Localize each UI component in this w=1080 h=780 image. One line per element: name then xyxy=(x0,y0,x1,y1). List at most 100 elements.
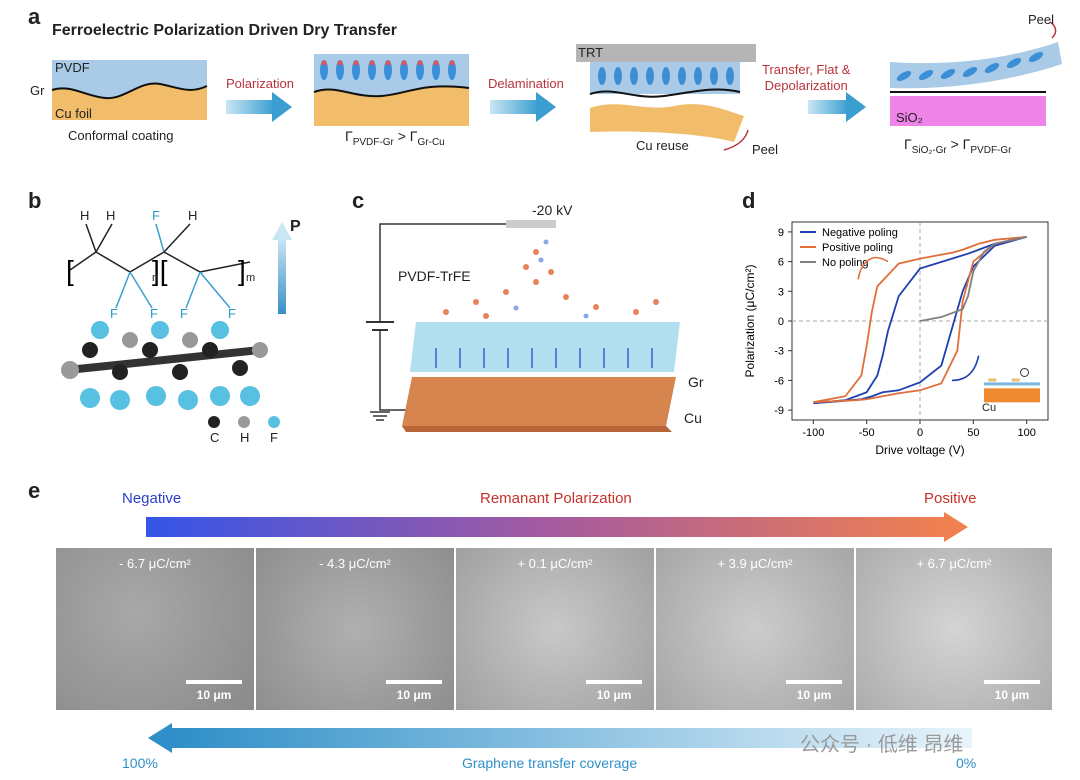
x-tick-label: -50 xyxy=(859,427,875,439)
atom-label-f3: F xyxy=(150,306,158,321)
micrograph-2-label: - 4.3 μC/cm² xyxy=(319,556,391,571)
scale-label-2: 10 μm xyxy=(396,688,432,702)
polarization-arrow-head xyxy=(944,512,968,542)
eq1-sub2: Gr-Cu xyxy=(417,136,445,148)
polarization-arrow xyxy=(272,222,292,314)
panel-c-gr-label: Gr xyxy=(688,374,704,390)
legend-f-dot xyxy=(268,416,280,428)
eq1-mid: > Γ xyxy=(393,128,418,144)
subscript-n: n xyxy=(152,272,159,284)
subscript-m: m xyxy=(246,272,256,284)
equation-1: ΓPVDF-Gr > ΓGr-Cu xyxy=(345,128,445,148)
panel-d-letter: d xyxy=(742,188,756,213)
poling-setup xyxy=(366,220,680,432)
atom-label-f4: F xyxy=(180,306,188,321)
legend-c-label: C xyxy=(210,430,220,445)
scale-label-1: 10 μm xyxy=(196,688,232,702)
step-transfer-line2: Depolarization xyxy=(764,78,848,93)
inset-cu-block xyxy=(984,388,1040,403)
atom-label-f1: F xyxy=(152,208,160,223)
stage-transfer-sio2 xyxy=(890,21,1062,126)
atom-h xyxy=(61,361,79,379)
scale-label-5: 10 μm xyxy=(994,688,1030,702)
stage-delamination xyxy=(576,44,756,151)
x-tick-label: 100 xyxy=(1017,427,1035,439)
coverage-label: Graphene transfer coverage xyxy=(462,755,638,771)
step-polarization-label: Polarization xyxy=(226,76,294,91)
micrograph-5: + 6.7 μC/cm² 10 μm xyxy=(856,548,1052,710)
micrograph-5-label: + 6.7 μC/cm² xyxy=(916,556,992,571)
svg-text:[: [ xyxy=(66,255,74,286)
x-tick-label: -100 xyxy=(802,427,824,439)
micrograph-4: + 3.9 μC/cm² 10 μm xyxy=(656,548,854,710)
inset-cu-label: Cu xyxy=(982,402,997,414)
pvdf-structure: [ ][ ] xyxy=(61,223,280,428)
micrograph-1-label: - 6.7 μC/cm² xyxy=(119,556,191,571)
micrograph-3-label: + 0.1 μC/cm² xyxy=(517,556,593,571)
positive-label: Positive xyxy=(924,490,977,507)
cu-reuse-piece xyxy=(590,104,744,142)
coverage-0-label: 0% xyxy=(956,755,977,771)
legend-f-label: F xyxy=(270,430,278,445)
svg-text:]: ] xyxy=(238,255,246,286)
peeled-pvdf xyxy=(890,42,1062,89)
inset-voltmeter xyxy=(1020,367,1030,377)
scale-bar-4 xyxy=(786,680,842,684)
y-tick-label: 0 xyxy=(778,316,784,328)
y-tick-label: -6 xyxy=(774,375,784,387)
needle-electrode xyxy=(506,220,556,228)
step-arrow-2-head xyxy=(536,92,556,122)
stage-conformal-coating xyxy=(51,60,208,120)
gr-label: Gr xyxy=(30,83,45,98)
atom-label-f2: F xyxy=(110,306,118,321)
coverage-arrow-head xyxy=(148,723,172,753)
voltage-label: -20 kV xyxy=(532,202,573,218)
pvdf-trfe-label: PVDF-TrFE xyxy=(398,268,471,284)
eq2-mid: > Γ xyxy=(946,136,971,152)
legend-c-dot xyxy=(208,416,220,428)
graphene-line xyxy=(51,82,208,100)
cu-substrate xyxy=(402,377,676,426)
eq2-sub1: SiO₂-Gr xyxy=(911,144,947,156)
x-tick-label: 0 xyxy=(917,427,923,439)
panel-a-letter: a xyxy=(28,4,41,29)
eq2-sub2: PVDF-Gr xyxy=(970,144,1012,156)
legend-h-label: H xyxy=(240,430,250,445)
scale-bar-3 xyxy=(586,680,642,684)
atom-c xyxy=(82,342,98,358)
y-tick-label: 6 xyxy=(778,257,784,269)
atom-label-h3: H xyxy=(188,208,198,223)
legend-label-2: Positive poling xyxy=(822,242,893,254)
panel-c-letter: c xyxy=(352,188,365,213)
scale-bar-5 xyxy=(984,680,1040,684)
scale-label-4: 10 μm xyxy=(796,688,832,702)
cu-foil-layer xyxy=(52,83,207,120)
x-axis-label: Drive voltage (V) xyxy=(875,443,964,457)
inset-film xyxy=(984,382,1040,386)
step-transfer-line1: Transfer, Flat & xyxy=(762,62,851,77)
eq1-gamma: Γ xyxy=(345,128,353,144)
atom-label-f5: F xyxy=(228,306,236,321)
dipoles xyxy=(320,60,456,80)
eq1-sub1: PVDF-Gr xyxy=(352,136,394,148)
coverage-100-label: 100% xyxy=(122,755,158,771)
legend-h-dot xyxy=(238,416,250,428)
atom-label-h1: H xyxy=(80,208,90,223)
equation-2: ΓSiO₂-Gr > ΓPVDF-Gr xyxy=(904,136,1012,156)
coverage-gradient-arrow xyxy=(172,728,972,748)
step-transfer-label: Transfer, Flat & Depolarization xyxy=(762,62,850,94)
y-tick-label: -3 xyxy=(774,346,784,358)
cu-foil-label: Cu foil xyxy=(55,106,92,121)
cu-reuse-label: Cu reuse xyxy=(636,138,689,153)
scale-bar-2 xyxy=(386,680,442,684)
step-arrow-1 xyxy=(226,100,274,114)
legend-label-1: Negative poling xyxy=(822,227,898,239)
peel-label-2: Peel xyxy=(1028,12,1055,27)
step-arrow-2 xyxy=(490,100,538,114)
p-label: P xyxy=(290,218,301,235)
polarization-gradient-arrow xyxy=(146,517,946,537)
step-delamination-label: Delamination xyxy=(488,76,564,91)
series-line-3 xyxy=(919,235,1027,322)
panel-e-letter: e xyxy=(28,478,41,503)
